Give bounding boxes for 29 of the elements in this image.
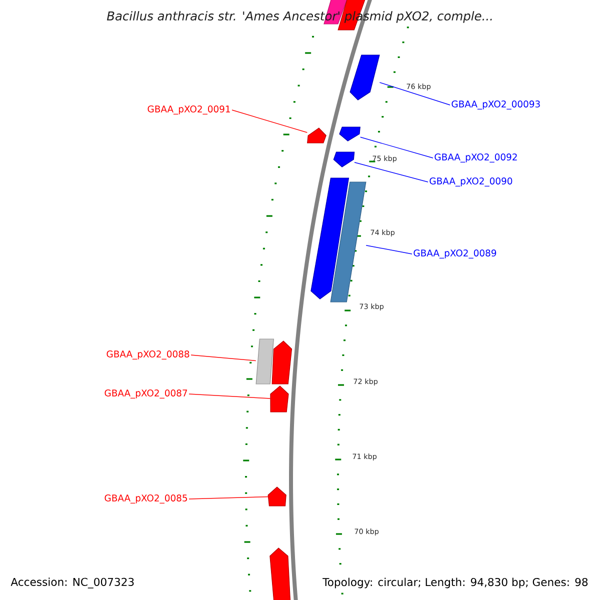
gene-block (310, 178, 350, 300)
gene-label: GBAA_pXO2_0092 (434, 154, 517, 162)
info-text: Accession: NC_007323 (9, 576, 136, 590)
gene-label: GBAA_pXO2_00093 (452, 100, 540, 110)
gene-block (268, 486, 286, 506)
gene-block (350, 54, 380, 100)
gene-label: GBAA_pXO2_0087 (104, 390, 187, 398)
info-text: Topology: circular; Length: 94,830 bp; Genes: 98 (321, 576, 590, 590)
gene-label: GBAA_pXO2_0085 (104, 494, 187, 504)
leader-line (379, 82, 450, 106)
gene-label: GBAA_pXO2_0088 (106, 350, 190, 360)
leader-line (232, 110, 308, 133)
gene-block (270, 548, 292, 600)
leader-line (366, 245, 412, 254)
gene-block (333, 152, 355, 168)
gene-block (339, 126, 360, 142)
gene-label: GBAA_pXO2_0089 (414, 250, 496, 258)
gene-block (307, 128, 326, 144)
leader-line (360, 136, 434, 158)
gene-block (270, 386, 289, 412)
gene-block (272, 340, 292, 384)
gene-label: GBAA_pXO2_0090 (430, 178, 512, 186)
leader-line (188, 496, 270, 500)
gene-block (256, 338, 274, 384)
leader-line (190, 354, 256, 362)
leader-line (354, 162, 428, 182)
gene-label: GBAA_pXO2_0091 (148, 106, 230, 114)
leader-line (188, 394, 271, 399)
gene-block (330, 182, 366, 302)
